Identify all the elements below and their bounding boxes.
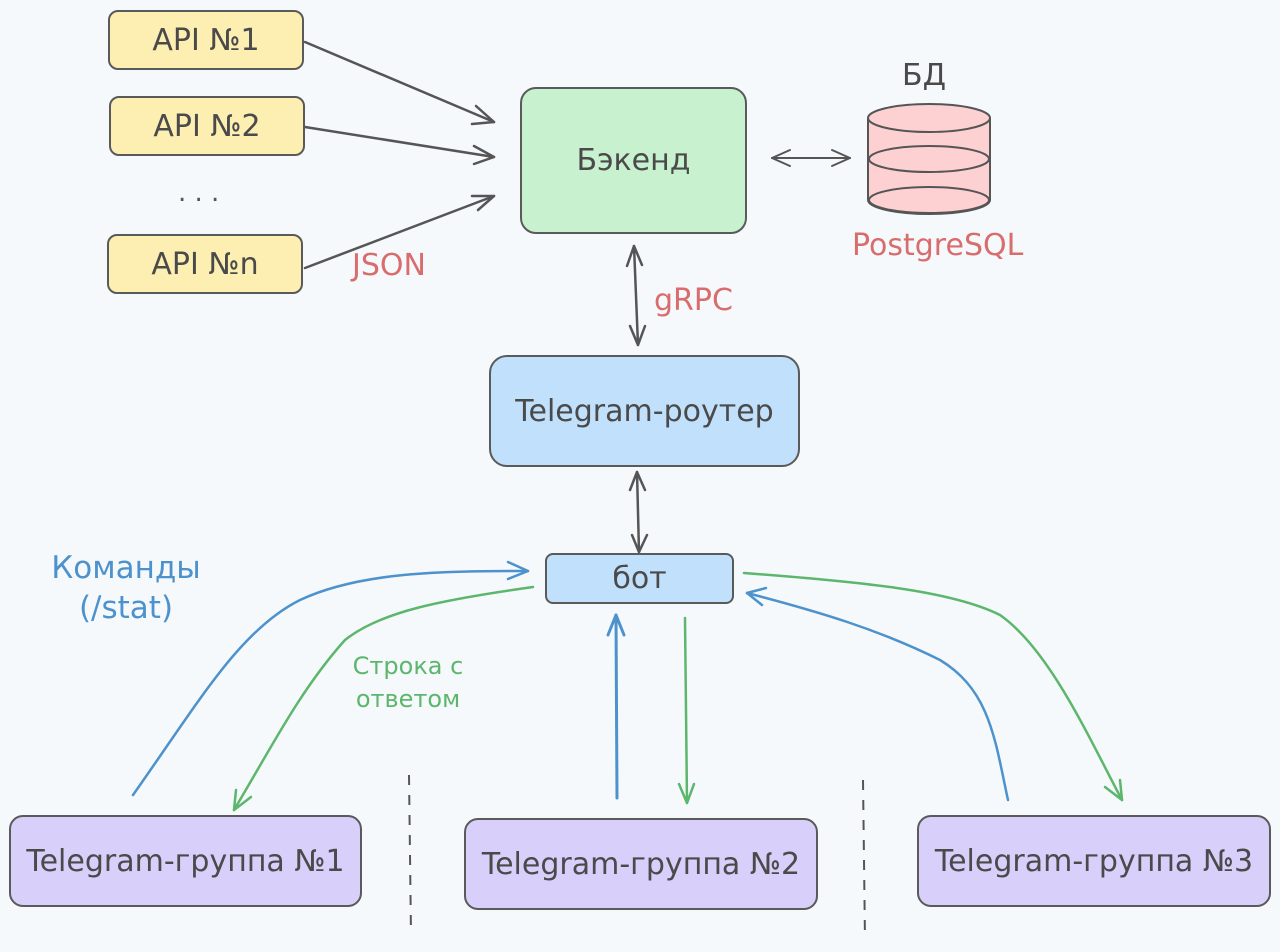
json-label: JSON [352, 248, 426, 283]
separator-1-2 [408, 774, 412, 936]
telegram-group-3-label: Telegram-группа №3 [934, 843, 1254, 879]
commands-label-line2: (/stat) [78, 590, 174, 626]
api-ellipsis: . . . [178, 178, 220, 208]
api-to-backend-arrows [303, 40, 496, 270]
arrow-api2-backend [303, 125, 496, 159]
api-n-box: API №n [107, 234, 303, 294]
group3-reply-arrow [742, 571, 1124, 802]
database-cylinder [867, 103, 991, 215]
bot-label: бот [612, 561, 667, 596]
group1-reply-arrow [232, 585, 535, 812]
backend-router-arrow [625, 244, 647, 347]
telegram-group-3-box: Telegram-группа №3 [917, 815, 1271, 907]
telegram-group-2-label: Telegram-группа №2 [481, 846, 801, 882]
database-engine-label: PostgreSQL [852, 228, 1024, 263]
api-2-box: API №2 [109, 96, 305, 156]
reply-label-line1: Строка с [352, 652, 464, 680]
reply-label: Строка с ответом [338, 650, 478, 716]
commands-label: Команды (/stat) [40, 548, 212, 628]
arrow-api1-backend [303, 40, 496, 124]
router-bot-arrow [628, 470, 649, 554]
backend-db-arrow [771, 149, 851, 167]
arrow-apin-backend [303, 194, 496, 270]
group2-command-arrow [606, 613, 626, 800]
group3-command-arrow [745, 586, 1010, 802]
separator-2-3 [862, 779, 866, 941]
telegram-group-1-box: Telegram-группа №1 [9, 815, 362, 907]
router-label: Telegram-роутер [515, 393, 774, 429]
reply-label-line2: ответом [355, 685, 461, 713]
api-n-label: API №n [151, 246, 259, 282]
commands-label-line1: Команды [51, 550, 201, 586]
backend-label: Бэкенд [576, 143, 691, 178]
bot-box: бот [545, 553, 734, 604]
backend-box: Бэкенд [520, 87, 747, 234]
database-title: БД [902, 58, 947, 93]
group2-reply-arrow [677, 616, 696, 805]
group-separators [408, 774, 866, 941]
grpc-label: gRPC [654, 283, 733, 318]
api-1-box: API №1 [108, 10, 304, 70]
api-1-label: API №1 [152, 22, 260, 58]
telegram-group-2-box: Telegram-группа №2 [464, 818, 818, 910]
telegram-group-1-label: Telegram-группа №1 [26, 843, 345, 879]
router-box: Telegram-роутер [489, 355, 800, 467]
api-2-label: API №2 [153, 108, 261, 144]
group1-command-arrow [131, 560, 530, 797]
